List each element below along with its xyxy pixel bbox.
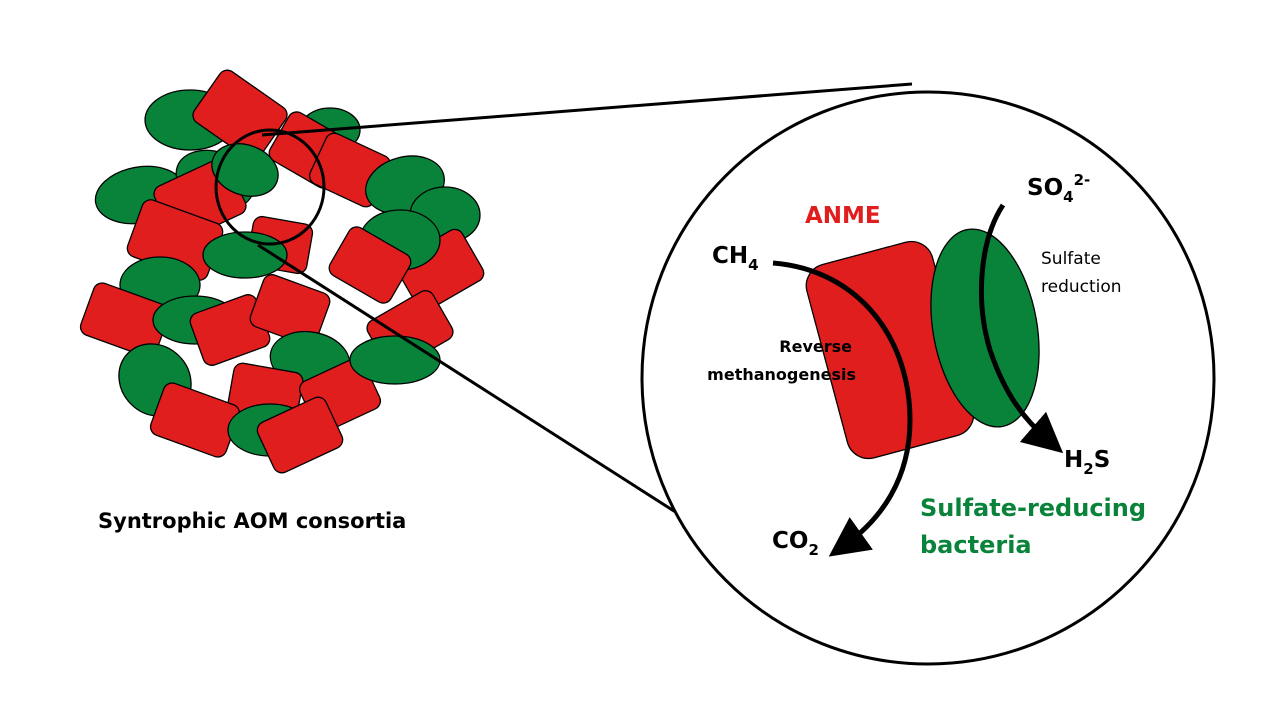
sulfate-reduction-label-line1: Sulfate bbox=[1041, 249, 1101, 269]
anme-label: ANME bbox=[805, 203, 881, 229]
carbon-dioxide-label: CO2 bbox=[772, 528, 819, 559]
sulfate-label: SO42- bbox=[1027, 171, 1090, 206]
methane-oxidation-arrow bbox=[772, 260, 913, 557]
reverse-methanogenesis-label-line2: methanogenesis bbox=[707, 365, 856, 384]
consortia-caption: Syntrophic AOM consortia bbox=[98, 509, 406, 533]
anme-cell-small bbox=[328, 226, 412, 304]
aom-consortium-cluster bbox=[79, 69, 485, 474]
hydrogen-sulfide-label: H2S bbox=[1064, 447, 1110, 478]
anme-cell-small bbox=[149, 382, 241, 458]
srb-cell-small bbox=[349, 335, 441, 385]
srb-label-line2: bacteria bbox=[920, 531, 1032, 559]
zoom-line-top bbox=[261, 82, 913, 137]
methane-label: CH4 bbox=[712, 243, 759, 274]
zoom-source-circle bbox=[214, 128, 326, 246]
anme-cell-small bbox=[192, 69, 288, 161]
srb-cell-small bbox=[211, 143, 279, 197]
reverse-methanogenesis-label-line1: Reverse bbox=[779, 337, 852, 356]
sulfate-reduction-arrow bbox=[978, 203, 1064, 454]
sulfate-reduction-label-line2: reduction bbox=[1041, 277, 1122, 297]
anme-cell-small bbox=[249, 274, 331, 346]
zoom-line-bottom bbox=[257, 243, 689, 522]
anme-cell-small bbox=[256, 396, 344, 474]
srb-label-line1: Sulfate-reducing bbox=[920, 494, 1146, 522]
